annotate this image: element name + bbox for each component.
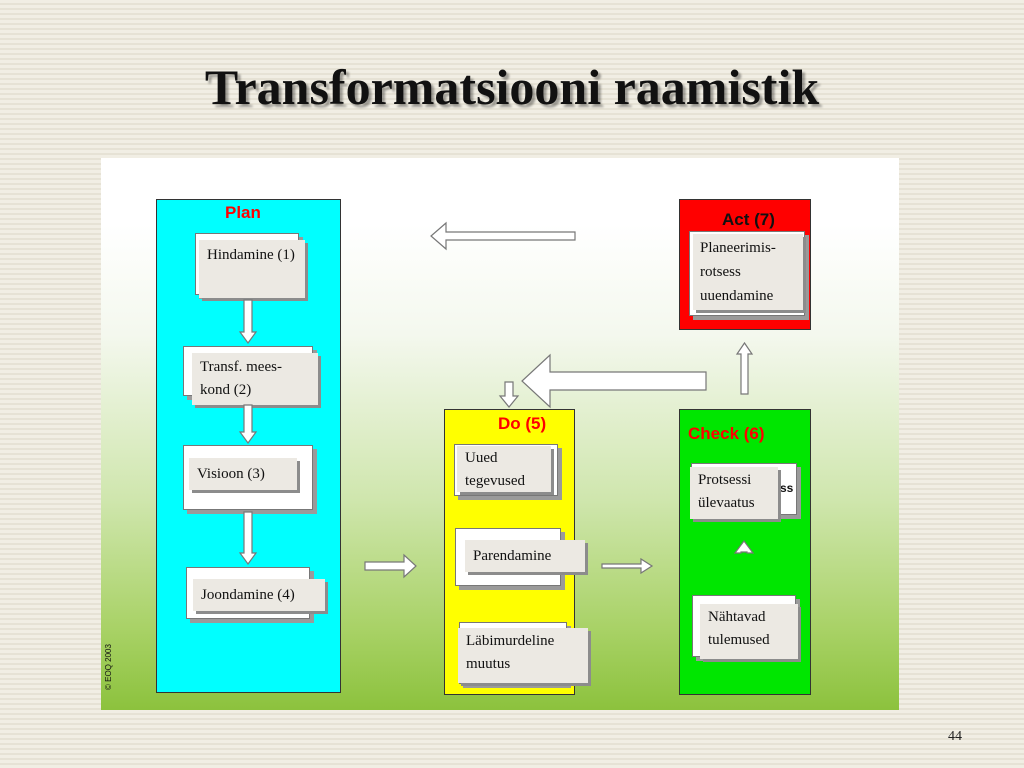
act-label: Act (7) (722, 210, 775, 229)
page-number: 44 (948, 729, 962, 744)
act-step-planeerimis: Planeerimis-rotsess uuendamine (693, 234, 803, 310)
plan-step-visioon: Visioon (3) (189, 458, 297, 490)
do-step-labimurdeline: Läbimurdeline muutus (458, 628, 588, 683)
arrow-plan-to-do (364, 553, 417, 579)
check-step-protsessi: Protsessi ülevaatus (690, 467, 778, 519)
copyright-text: © EOQ 2003 (104, 644, 113, 690)
arrow-act-to-plan (430, 221, 576, 251)
arrow-do-to-check (601, 557, 654, 575)
do-label: Do (5) (498, 414, 547, 433)
arrow-check-to-act (735, 341, 754, 395)
plan-step-transf: Transf. mees-kond (2) (192, 353, 318, 405)
plan-step-hindamine: Hindamine (1) (199, 240, 305, 298)
slide-title: Transformatsiooni raamistik (204, 59, 820, 115)
plan-step-joondamine: Joondamine (4) (193, 579, 325, 611)
arrow-check-up (733, 540, 755, 554)
arrow-down-to-do (498, 381, 520, 408)
arrow-act-to-do-large (521, 353, 707, 409)
plan-label: Plan (225, 203, 261, 222)
check-partial-text: ss (780, 481, 794, 495)
arrow-plan-3-to-4 (238, 511, 258, 566)
arrow-plan-1-to-2 (238, 299, 258, 345)
do-step-uued: Uued tegevused (457, 446, 551, 492)
do-step-parendamine: Parendamine (465, 540, 585, 572)
check-label: Check (6) (688, 424, 765, 443)
check-step-nahtavad: Nähtavad tulemused (700, 604, 798, 659)
arrow-plan-2-to-3 (238, 404, 258, 445)
